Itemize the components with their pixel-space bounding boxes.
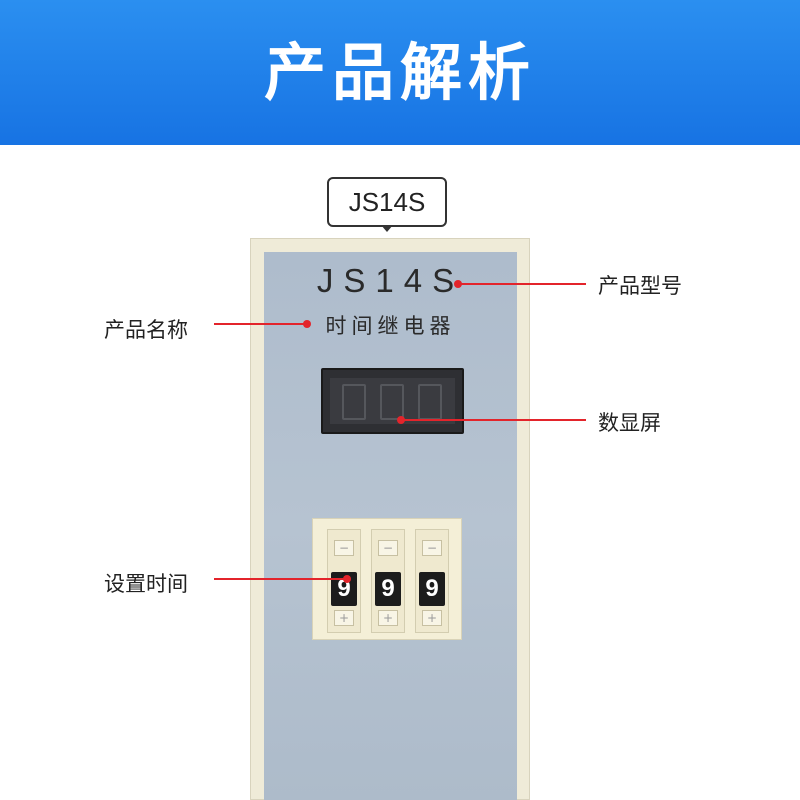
page-title: 产品解析 (263, 36, 536, 109)
label-set-time: 设置时间 (104, 572, 188, 596)
panel-model-text: JS14S (316, 262, 465, 299)
label-display: 数显屏 (598, 411, 661, 435)
dial-column: − 9 + (371, 529, 405, 633)
dial-minus-button[interactable]: − (378, 540, 398, 556)
display-screen (330, 378, 455, 424)
digital-display (321, 368, 464, 434)
dial-plus-button[interactable]: + (334, 610, 354, 626)
annotation-dot-name (303, 320, 311, 328)
dial-minus-button[interactable]: − (334, 540, 354, 556)
dial-digit: 9 (375, 572, 401, 606)
display-digit (342, 384, 366, 420)
annotation-line-display (401, 419, 586, 421)
annotation-dot-set-time (343, 575, 351, 583)
dial-plus-button[interactable]: + (422, 610, 442, 626)
annotation-line-set-time (214, 578, 346, 580)
dial-column: − 9 + (415, 529, 449, 633)
display-digit (418, 384, 442, 420)
dial-digit: 9 (419, 572, 445, 606)
time-dial-block: − 9 + − 9 + − 9 + (312, 518, 462, 640)
annotation-line-model (458, 283, 586, 285)
label-product-name: 产品名称 (104, 318, 188, 342)
callout-tail (381, 225, 393, 232)
dial-minus-button[interactable]: − (422, 540, 442, 556)
model-callout: JS14S (327, 177, 447, 227)
header-banner (0, 0, 800, 145)
annotation-line-name (214, 323, 306, 325)
panel-name-text: 时间继电器 (325, 314, 456, 338)
label-product-model: 产品型号 (598, 274, 682, 298)
dial-plus-button[interactable]: + (378, 610, 398, 626)
display-digit (380, 384, 404, 420)
